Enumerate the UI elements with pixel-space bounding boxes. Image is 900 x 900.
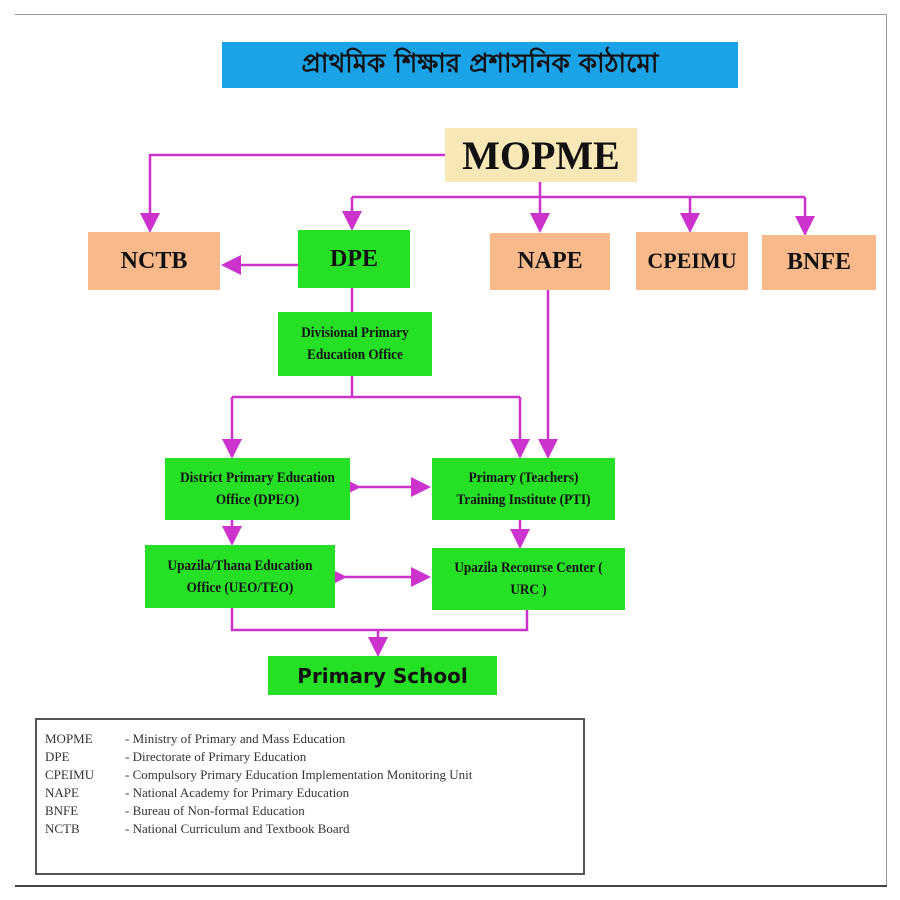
legend: MOPME - Ministry of Primary and Mass Educ… xyxy=(35,718,585,875)
frame-top xyxy=(15,14,887,15)
node-ueo-label: Upazila/Thana Education Office (UEO/TEO) xyxy=(167,557,313,596)
legend-full: - National Curriculum and Textbook Board xyxy=(125,821,350,836)
page-title: প্রাথমিক শিক্ষার প্রশাসনিক কাঠামো xyxy=(222,42,738,88)
node-pti-label: Primary (Teachers) Training Institute (P… xyxy=(456,470,591,508)
node-urc-label: Upazila Recourse Center ( URC ) xyxy=(454,560,603,598)
legend-abbr: NAPE xyxy=(45,785,79,800)
line-mopme-bus xyxy=(352,182,805,199)
node-divisional: Divisional Primary Education Office xyxy=(278,312,432,376)
legend-full: - National Academy for Primary Education xyxy=(125,785,350,800)
frame-bottom xyxy=(15,885,887,887)
line-mopme-nctb xyxy=(140,153,445,233)
node-dpeo: District Primary Education Office (DPEO) xyxy=(165,458,350,520)
legend-abbr: CPEIMU xyxy=(45,767,95,782)
legend-full: - Ministry of Primary and Mass Education xyxy=(125,731,346,746)
legend-abbr: NCTB xyxy=(45,821,80,836)
frame-right xyxy=(886,14,887,886)
node-dpeo-label: District Primary Education Office (DPEO) xyxy=(180,470,335,508)
node-bnfe: BNFE xyxy=(762,235,876,290)
node-divisional-label: Divisional Primary Education Office xyxy=(301,325,409,363)
node-nctb: NCTB xyxy=(88,232,220,290)
legend-row: DPE - Directorate of Primary Education xyxy=(45,748,575,766)
node-mopme: MOPME xyxy=(445,128,637,182)
legend-full: - Directorate of Primary Education xyxy=(125,749,307,764)
node-urc: Upazila Recourse Center ( URC ) xyxy=(432,548,625,610)
line-bottom-bus xyxy=(230,608,529,632)
node-nape: NAPE xyxy=(490,233,610,290)
legend-abbr: DPE xyxy=(45,749,70,764)
legend-row: NCTB - National Curriculum and Textbook B… xyxy=(45,820,575,838)
node-pti: Primary (Teachers) Training Institute (P… xyxy=(432,458,615,520)
node-dpe: DPE xyxy=(298,230,410,288)
legend-abbr: BNFE xyxy=(45,803,79,818)
node-cpeimu: CPEIMU xyxy=(636,232,748,290)
legend-full: - Compulsory Primary Education Implement… xyxy=(125,767,473,782)
legend-row: CPEIMU - Compulsory Primary Education Imp… xyxy=(45,766,575,784)
legend-full: - Bureau of Non-formal Education xyxy=(125,803,305,818)
legend-row: BNFE - Bureau of Non-formal Education xyxy=(45,802,575,820)
node-ueo: Upazila/Thana Education Office (UEO/TEO) xyxy=(145,545,335,608)
legend-abbr: MOPME xyxy=(45,731,93,746)
legend-row: MOPME - Ministry of Primary and Mass Educ… xyxy=(45,730,575,748)
node-primary-school: Primary School xyxy=(268,656,497,695)
legend-row: NAPE - National Academy for Primary Educa… xyxy=(45,784,575,802)
line-divisional-bus xyxy=(232,376,520,399)
